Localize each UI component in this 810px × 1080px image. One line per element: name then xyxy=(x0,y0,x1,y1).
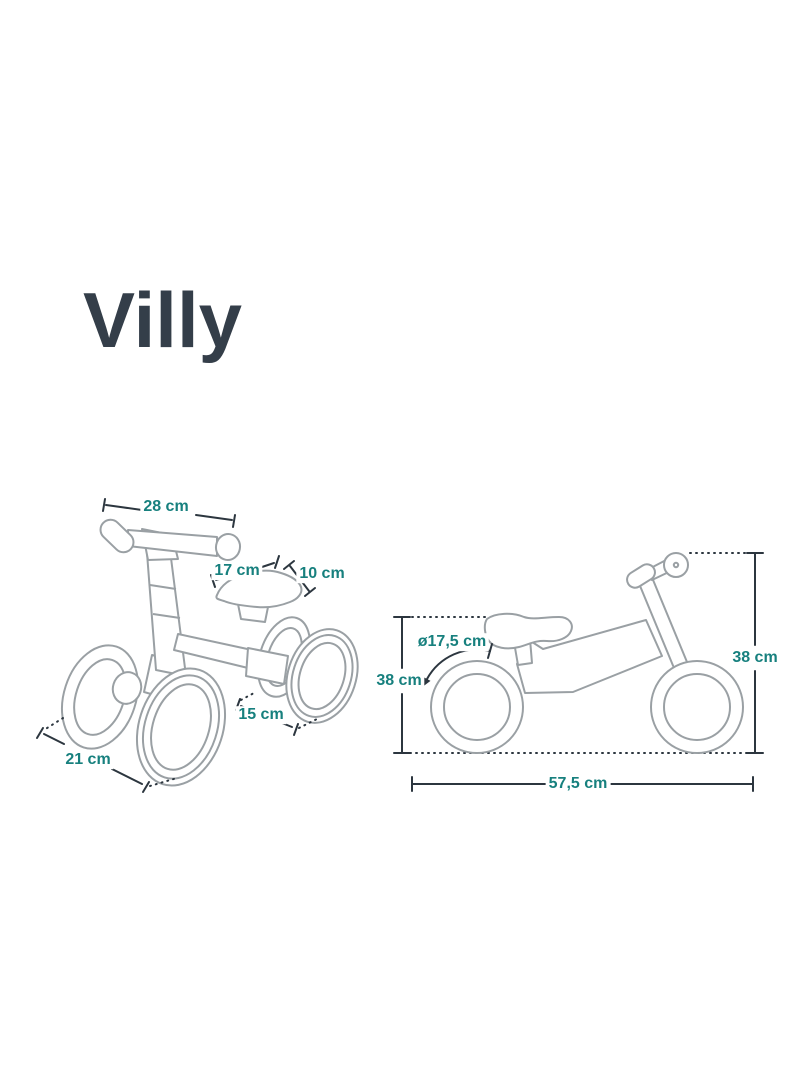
dimension-label-saddle-height: 38 cm xyxy=(373,672,425,690)
dimension-label-rear-track-width: 15 cm xyxy=(235,706,287,724)
dim-line-front-track xyxy=(36,717,178,793)
dimension-label-total-length: 57,5 cm xyxy=(545,775,611,793)
handlebar-grip-dot xyxy=(672,561,680,569)
dimension-label-wheel-diameter: ø17,5 cm xyxy=(414,633,490,651)
column-seam-upper xyxy=(149,584,177,590)
handlebar-grip-cap xyxy=(663,552,689,578)
dim-line-saddle-height xyxy=(393,616,487,754)
front-near-wheel-tire xyxy=(142,674,220,780)
front-wheel-rim xyxy=(663,673,731,741)
dimension-label-handlebar-width: 28 cm xyxy=(140,498,192,516)
rear-axle-block xyxy=(245,647,289,685)
column-seam-lower xyxy=(152,613,181,619)
dimension-label-front-track-width: 21 cm xyxy=(62,751,114,769)
front-axle-hub xyxy=(111,671,143,705)
side-view-bike-drawing xyxy=(430,552,744,754)
bike-saddle xyxy=(483,612,573,650)
perspective-view-bike-drawing xyxy=(61,518,359,787)
front-near-wheel-rim xyxy=(150,683,212,771)
handlebar-right-grip xyxy=(214,533,242,561)
dimension-label-seat-length: 17 cm xyxy=(211,562,263,580)
rear-near-wheel-rim xyxy=(297,641,347,711)
dim-line-total-length xyxy=(411,776,754,792)
dim-line-handlebar-width xyxy=(102,498,236,528)
dimension-label-handlebar-height: 38 cm xyxy=(729,649,781,667)
dimension-label-seat-width: 10 cm xyxy=(296,565,348,583)
rear-near-wheel-tire xyxy=(290,634,354,718)
dim-line-handlebar-height xyxy=(689,552,764,754)
handlebar-far-grip xyxy=(626,563,656,589)
rear-wheel-rim xyxy=(443,673,511,741)
frame-beam xyxy=(173,633,253,669)
front-far-wheel xyxy=(61,644,139,750)
front-near-wheel xyxy=(135,667,227,787)
rear-near-wheel xyxy=(285,628,359,724)
handlebar-left-grip xyxy=(99,518,135,554)
product-name-title: Villy xyxy=(83,276,243,364)
bike-frame xyxy=(516,619,663,694)
